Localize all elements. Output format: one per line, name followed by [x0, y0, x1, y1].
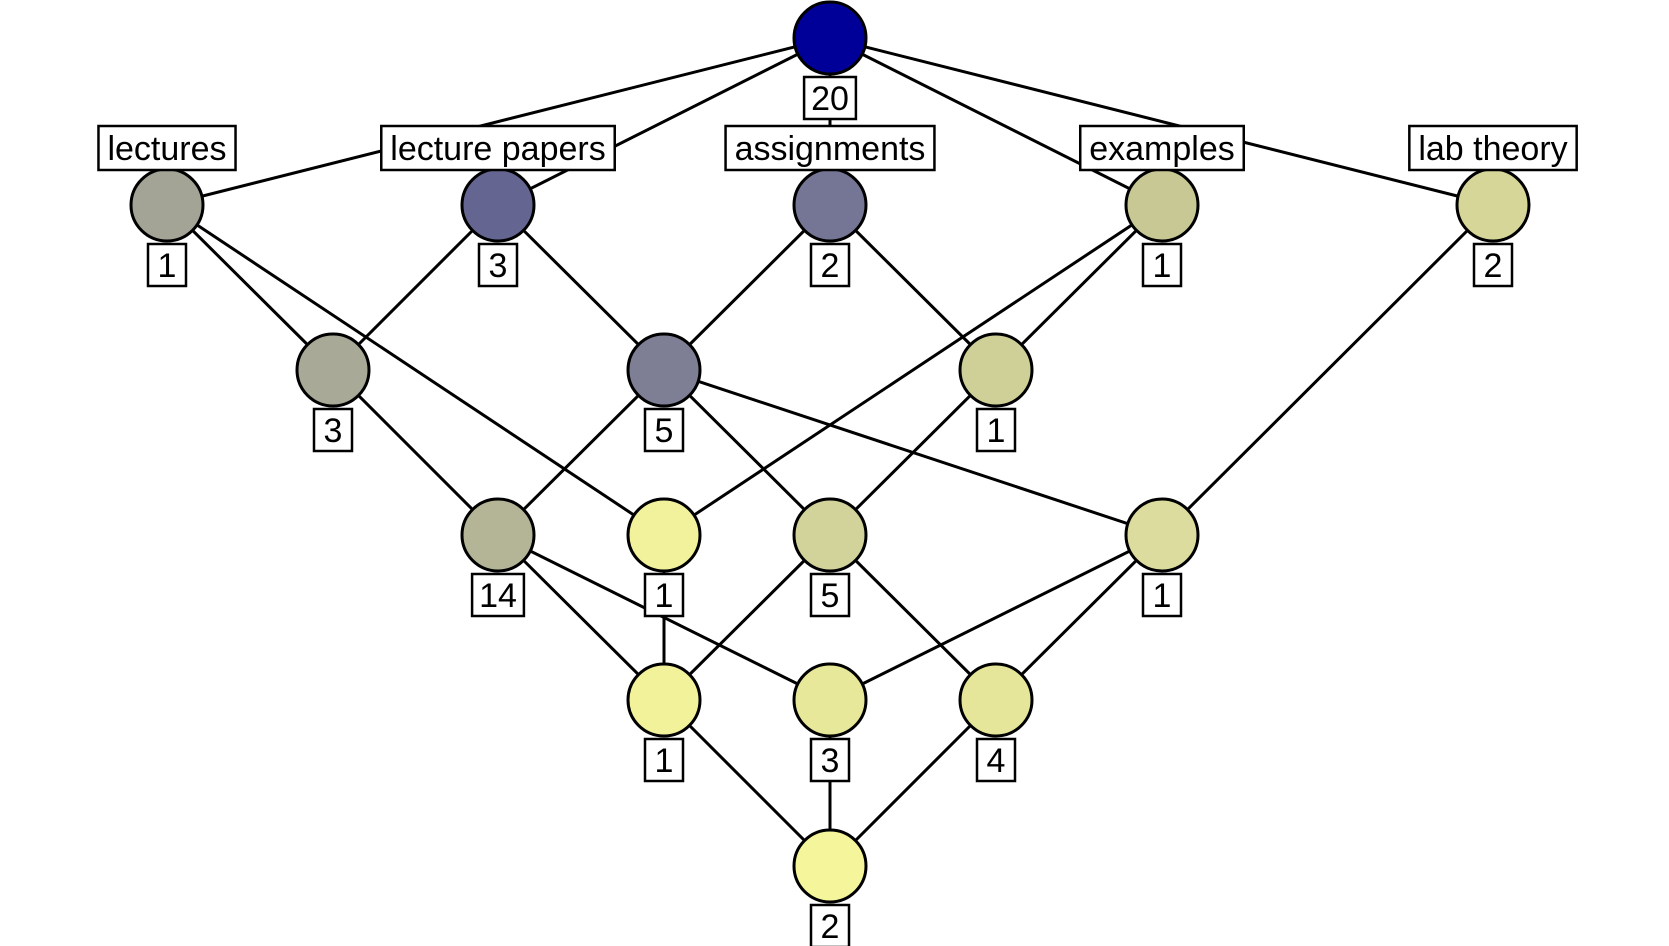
count-label: 4 — [987, 742, 1006, 780]
node-r4-b[interactable] — [792, 662, 868, 738]
count-box-lecture-papers: 3 — [477, 242, 519, 288]
edge-r4-c-to-bottom — [828, 698, 998, 868]
edge-lecture-papers-to-r2-b — [496, 203, 666, 372]
attribute-label-text: lab theory — [1418, 130, 1567, 168]
count-label: 5 — [821, 577, 840, 615]
node-examples[interactable] — [1124, 167, 1200, 243]
edge-r3-a-to-r4-a — [496, 533, 666, 702]
count-box-r3-d: 1 — [1141, 572, 1183, 618]
edge-r3-d-to-r4-c — [994, 533, 1164, 702]
node-r3-b[interactable] — [626, 497, 702, 573]
count-box-r4-a: 1 — [643, 737, 685, 783]
attribute-label-lab-theory: lab theory — [1408, 124, 1578, 172]
count-label: 1 — [655, 742, 674, 780]
edge-r2-c-to-r3-c — [828, 368, 998, 537]
count-label: 3 — [821, 742, 840, 780]
edge-assignments-to-r2-b — [662, 203, 832, 372]
node-lab-theory[interactable] — [1455, 167, 1531, 243]
count-label: 2 — [1484, 247, 1503, 285]
edge-r2-b-to-r3-c — [662, 368, 832, 537]
attribute-label-text: lecture papers — [390, 130, 605, 168]
attribute-label-lecture-papers: lecture papers — [380, 124, 616, 172]
count-label: 1 — [1153, 577, 1172, 615]
node-bottom[interactable] — [792, 828, 868, 904]
count-label: 1 — [655, 577, 674, 615]
count-box-assignments: 2 — [809, 242, 851, 288]
node-r4-c[interactable] — [958, 662, 1034, 738]
edge-r2-b-to-r3-a — [496, 368, 666, 537]
count-label: 1 — [987, 412, 1006, 450]
edge-top-to-lecture-papers — [497, 36, 831, 207]
node-r3-d[interactable] — [1124, 497, 1200, 573]
count-label: 3 — [324, 412, 343, 450]
node-layer — [129, 0, 1531, 904]
count-box-r4-c: 4 — [975, 737, 1017, 783]
count-label: 1 — [158, 247, 177, 285]
count-box-r3-a: 14 — [470, 572, 526, 618]
edge-lectures-to-r3-b — [166, 203, 665, 537]
node-r3-c[interactable] — [792, 497, 868, 573]
edge-top-to-examples — [829, 36, 1163, 207]
attribute-label-text: lectures — [107, 130, 226, 168]
edge-lecture-papers-to-r2-a — [331, 203, 500, 372]
label-layer: lectures lecture papers assignments example… — [97, 124, 1578, 172]
count-box-r2-b: 5 — [643, 407, 685, 453]
node-r3-a[interactable] — [460, 497, 536, 573]
count-box-r4-b: 3 — [809, 737, 851, 783]
count-box-r3-c: 5 — [809, 572, 851, 618]
count-label: 2 — [821, 247, 840, 285]
count-label: 2 — [821, 908, 840, 946]
attribute-label-lectures: lectures — [97, 124, 237, 172]
edge-layer — [165, 36, 1495, 868]
count-box-r3-b: 1 — [643, 572, 685, 618]
node-r2-c[interactable] — [958, 332, 1034, 408]
count-box-lab-theory: 2 — [1472, 242, 1514, 288]
edge-r3-c-to-r4-c — [828, 533, 998, 702]
node-top[interactable] — [792, 0, 868, 76]
edge-r2-a-to-r3-a — [331, 368, 500, 537]
count-box-bottom: 2 — [809, 903, 851, 946]
count-box-r2-a: 3 — [312, 407, 354, 453]
attribute-label-text: examples — [1089, 130, 1235, 168]
edge-r3-d-to-r4-b — [829, 533, 1163, 702]
count-label: 3 — [489, 247, 508, 285]
edge-top-to-lab-theory — [829, 36, 1494, 207]
count-box-lectures: 1 — [146, 242, 188, 288]
edge-lectures-to-r2-a — [165, 203, 335, 372]
attribute-label-text: assignments — [735, 130, 926, 168]
attribute-label-examples: examples — [1078, 124, 1246, 172]
edge-top-to-lectures — [166, 36, 831, 207]
node-lectures[interactable] — [129, 167, 205, 243]
edge-assignments-to-r2-c — [828, 203, 998, 372]
edge-examples-to-r2-c — [994, 203, 1164, 372]
edge-examples-to-r3-b — [663, 203, 1163, 537]
count-label: 20 — [811, 80, 849, 118]
node-r2-a[interactable] — [295, 332, 371, 408]
count-label: 14 — [479, 577, 517, 615]
node-r4-a[interactable] — [626, 662, 702, 738]
node-lecture-papers[interactable] — [460, 167, 536, 243]
count-box-r2-c: 1 — [975, 407, 1017, 453]
count-label: 1 — [1153, 247, 1172, 285]
count-box-top: 20 — [802, 75, 858, 121]
attribute-label-assignments: assignments — [724, 124, 936, 172]
count-box-examples: 1 — [1141, 242, 1183, 288]
edge-r4-a-to-bottom — [662, 698, 832, 868]
edge-r3-c-to-r4-a — [662, 533, 832, 702]
edge-lab-theory-to-r3-d — [1160, 203, 1495, 537]
node-assignments[interactable] — [792, 167, 868, 243]
count-layer: 20 1 3 2 1 2 3 5 1 14 1 5 1 1 3 4 2 — [146, 75, 1514, 946]
count-label: 5 — [655, 412, 674, 450]
node-r2-b[interactable] — [626, 332, 702, 408]
